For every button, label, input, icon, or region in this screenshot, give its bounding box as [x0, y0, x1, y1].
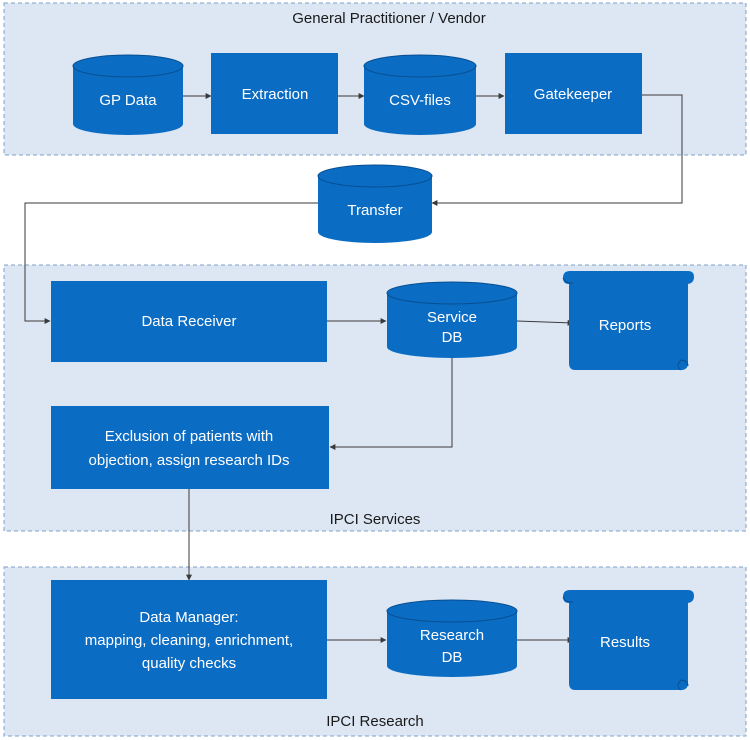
node-csv-files-label: CSV-files	[389, 92, 451, 109]
node-research-db: Research DB	[386, 599, 518, 677]
node-exclusion-label-line2: objection, assign research IDs	[89, 452, 290, 469]
node-reports-label: Reports	[599, 317, 652, 334]
group-ipci-research-label: IPCI Research	[326, 713, 424, 730]
node-data-manager: Data Manager: mapping, cleaning, enrichm…	[51, 580, 327, 699]
node-service-db-label-line2: DB	[442, 329, 463, 346]
arrow-transfer-to-receiver	[24, 202, 318, 324]
node-gatekeeper: Gatekeeper	[505, 53, 642, 134]
group-gp-vendor-label: General Practitioner / Vendor	[292, 10, 485, 27]
node-data-manager-label-line2: mapping, cleaning, enrichment,	[85, 632, 293, 649]
node-transfer-label: Transfer	[347, 202, 402, 219]
node-exclusion-label-line1: Exclusion of patients with	[105, 428, 273, 445]
node-data-manager-label-line3: quality checks	[142, 655, 236, 672]
arrow-servicedb-to-exclusion	[329, 358, 453, 450]
arrow-gatekeeper-to-transfer	[431, 94, 683, 206]
node-research-db-label-line1: Research	[420, 627, 484, 644]
node-csv-files: CSV-files	[363, 54, 477, 135]
node-data-receiver: Data Receiver	[51, 281, 327, 362]
node-service-db: Service DB	[386, 281, 518, 358]
node-gp-data: GP Data	[72, 54, 184, 135]
node-research-db-label-line2: DB	[442, 649, 463, 666]
group-ipci-services-label: IPCI Services	[330, 511, 421, 528]
node-data-manager-label-line1: Data Manager:	[139, 609, 238, 626]
node-reports: Reports	[562, 271, 694, 371]
node-gp-data-label: GP Data	[99, 92, 157, 109]
node-gatekeeper-label: Gatekeeper	[534, 86, 612, 103]
node-data-receiver-label: Data Receiver	[141, 313, 236, 330]
node-extraction: Extraction	[211, 53, 338, 134]
node-results-label: Results	[600, 634, 650, 651]
node-service-db-label-line1: Service	[427, 309, 477, 326]
node-exclusion: Exclusion of patients with objection, as…	[51, 406, 329, 489]
arrow-servicedb-to-reports	[516, 319, 574, 326]
node-transfer: Transfer	[317, 164, 433, 243]
node-extraction-label: Extraction	[242, 86, 309, 103]
node-results: Results	[562, 590, 694, 691]
